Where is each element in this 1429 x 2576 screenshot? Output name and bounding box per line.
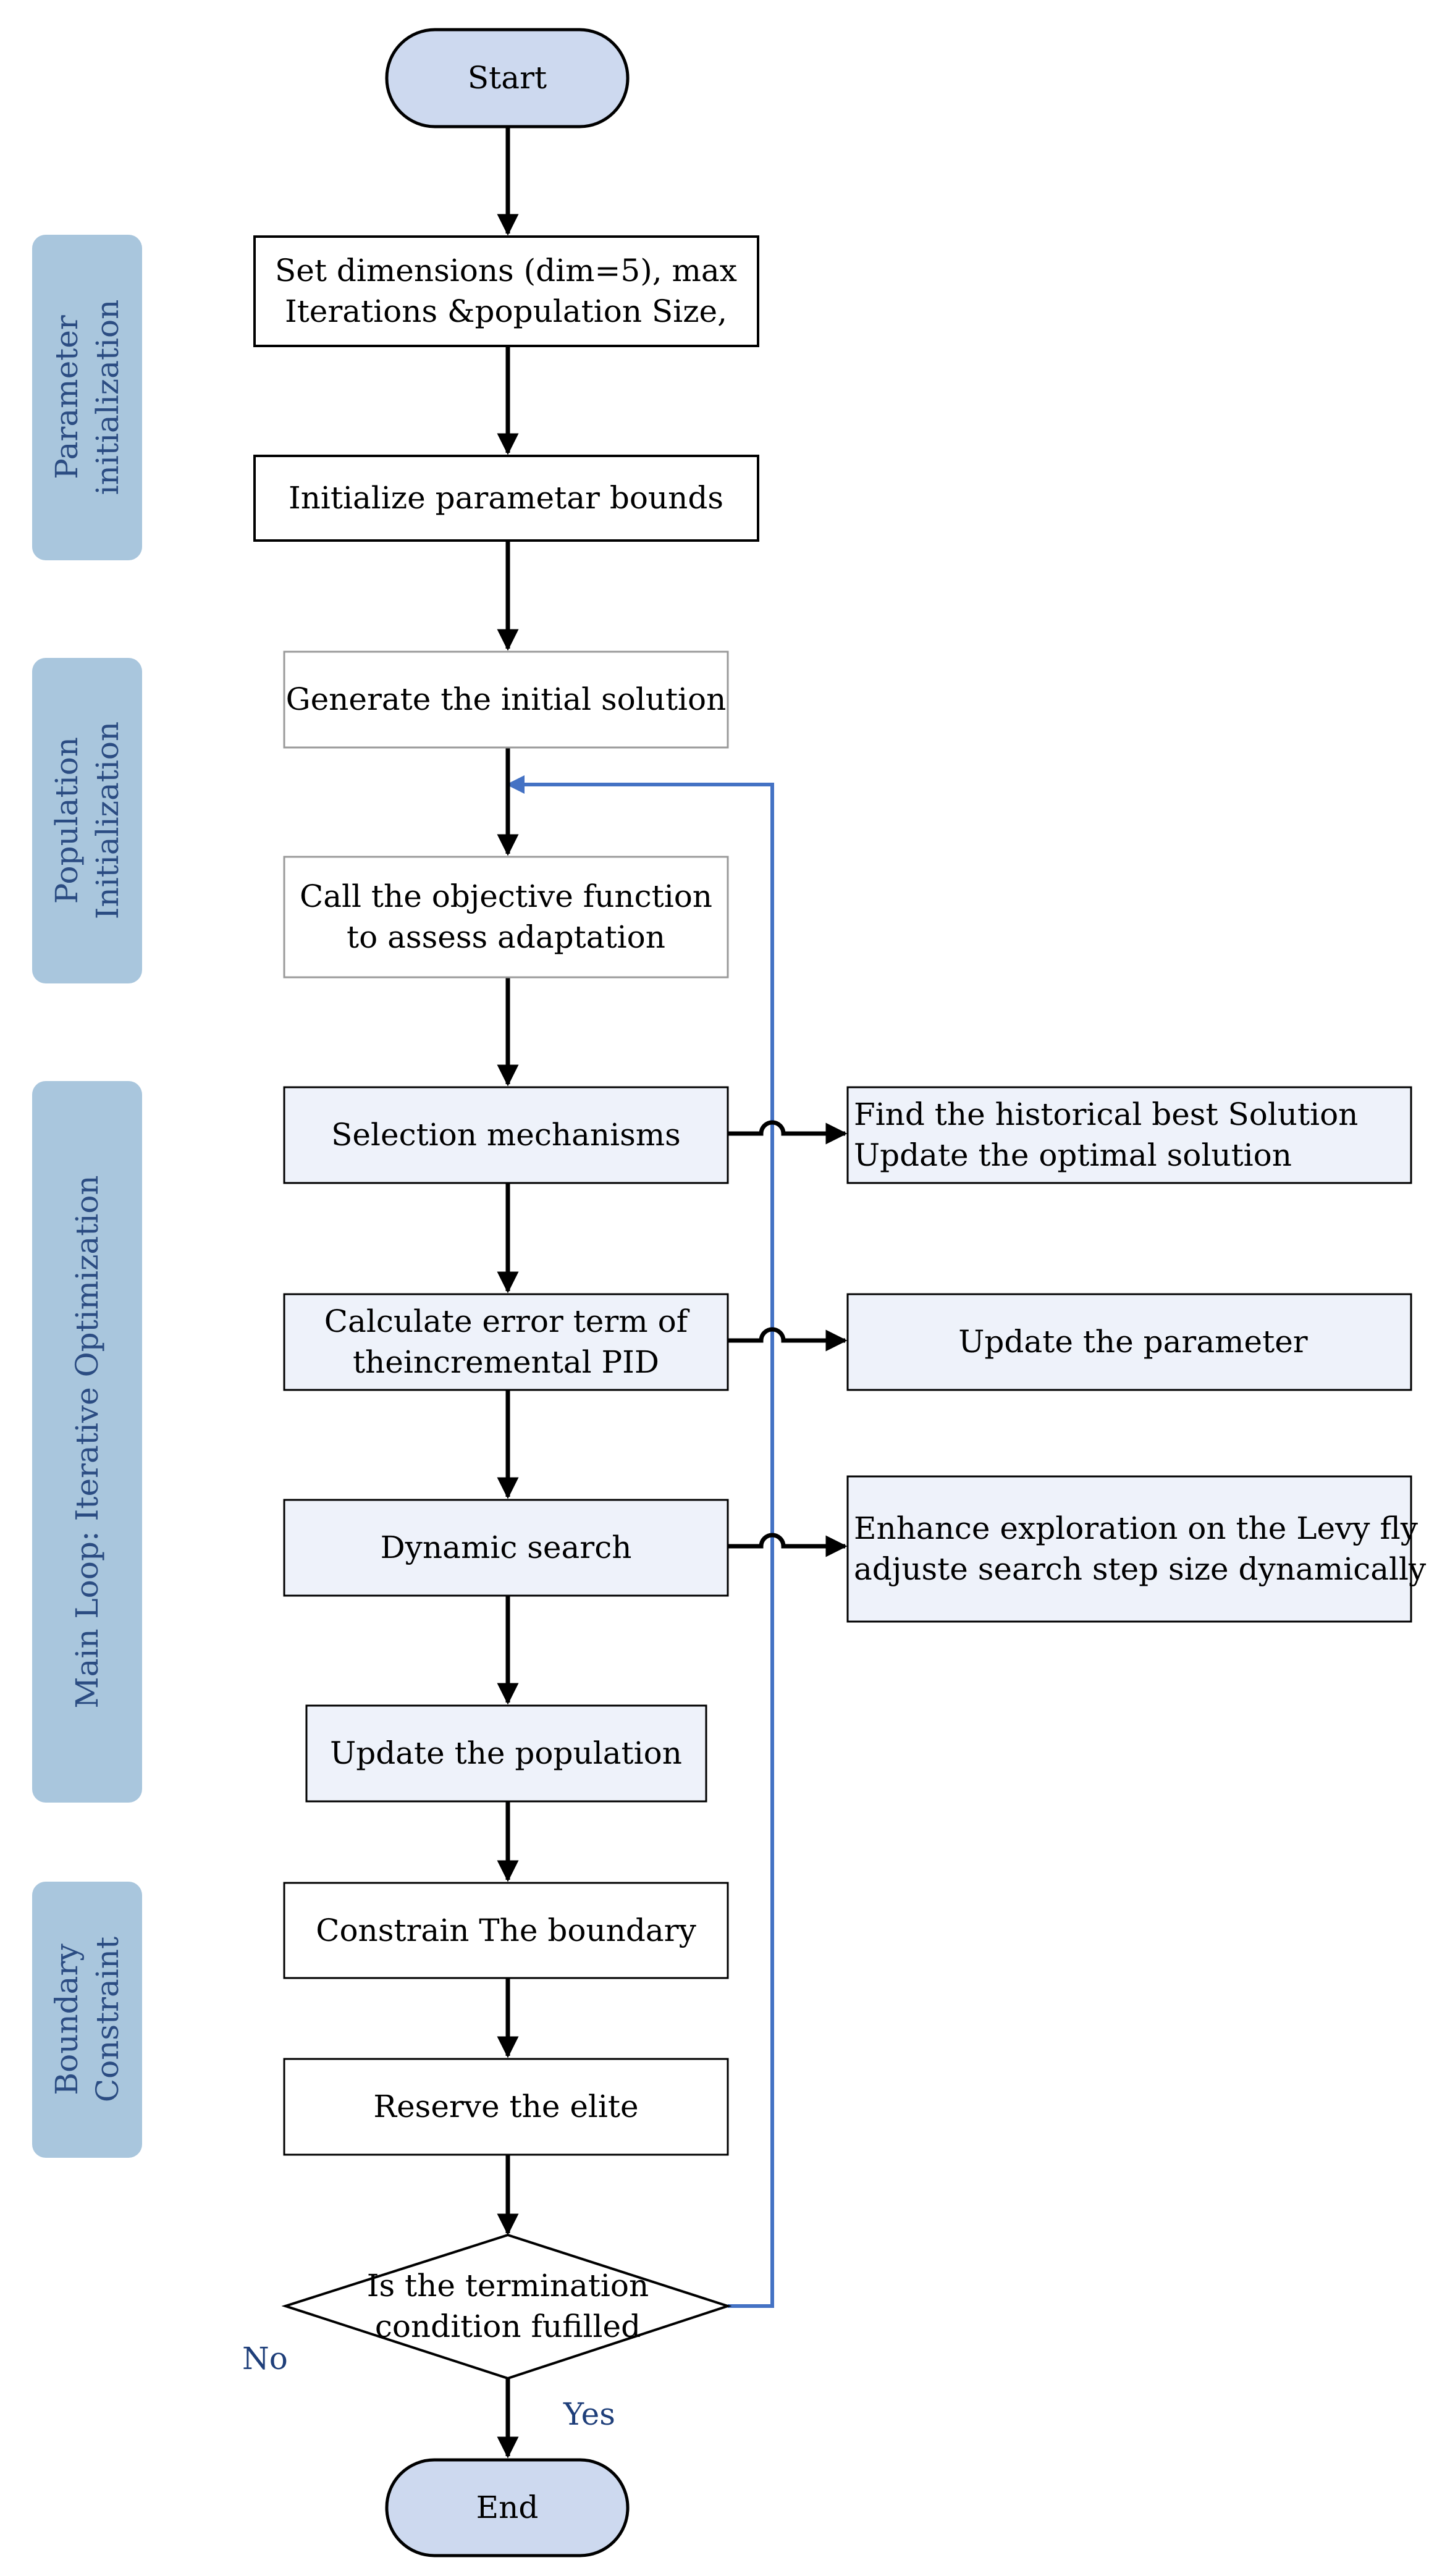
update-parameter-label: Update the parameter [958,1324,1308,1360]
side-arrows [728,1120,848,1557]
text-line: Constraint [90,1937,125,2102]
end-label: End [476,2490,539,2525]
dynamic-search-box: Dynamic search [283,1499,729,1597]
text-line: Start [468,60,547,96]
call-objective-label: Call the objective function to assess ada… [300,878,712,955]
update-population-label: Update the population [330,1735,682,1771]
text-line: Iterations &population Size, [285,293,727,329]
text-line: Selection mechanisms [331,1117,681,1153]
enhance-exploration-label: Enhance exploration on the Levy fly adjus… [854,1510,1427,1587]
text-line: Find the historical best Solution [854,1096,1358,1132]
phase-main-loop-label: Main Loop: Iterative Optimization [69,1175,105,1708]
end-node: End [385,2458,630,2557]
phase-main-loop: Main Loop: Iterative Optimization [32,1081,142,1803]
constrain-boundary-label: Constrain The boundary [316,1913,696,1948]
update-parameter-box: Update the parameter [846,1293,1412,1391]
text-line: Population [49,737,85,904]
feedback-loop-line [506,775,774,2308]
text-line: Update the parameter [958,1324,1308,1360]
generate-initial-solution-box: Generate the initial solution [283,650,729,749]
yes-label: Yes [563,2396,615,2432]
reserve-elite-box: Reserve the elite [283,2058,729,2156]
text-line: Generate the initial solution [286,681,727,717]
calculate-error-box: Calculate error term of theincremental PI… [283,1293,729,1391]
text-line: condition fufilled [375,2309,641,2344]
start-label: Start [468,60,547,96]
text-line: Constrain The boundary [316,1913,696,1948]
initialize-bounds-box: Initialize parametar bounds [253,455,759,542]
constrain-boundary-box: Constrain The boundary [283,1882,729,1979]
text-line: End [476,2490,539,2525]
no-label: No [242,2341,288,2376]
text-line: Boundary [49,1943,85,2095]
call-objective-box: Call the objective function to assess ada… [283,856,729,979]
text-line: Initialization [90,722,125,919]
text-line: Update the population [330,1735,682,1771]
dynamic-search-label: Dynamic search [381,1530,632,1565]
text-line: adjuste search step size dynamically [854,1551,1427,1587]
generate-initial-solution-label: Generate the initial solution [286,681,727,717]
text-line: Reserve the elite [373,2089,638,2124]
text-line: Update the optimal solution [854,1137,1292,1173]
update-population-box: Update the population [305,1704,707,1803]
text-line: theincremental PID [353,1344,659,1380]
text-line: initialization [90,300,125,495]
selection-mechanisms-label: Selection mechanisms [331,1117,681,1153]
text-line: to assess adaptation [347,919,665,955]
start-node: Start [385,28,630,128]
termination-decision: Is the termination condition fufilled [281,2233,732,2380]
selection-mechanisms-box: Selection mechanisms [283,1086,729,1184]
text-line: Is the termination [367,2268,649,2304]
reserve-elite-label: Reserve the elite [373,2089,638,2124]
text-line: Enhance exploration on the Levy fly [854,1510,1418,1546]
text-line: Call the objective function [300,878,712,914]
text-line: Initialize parametar bounds [289,480,723,516]
initialize-bounds-label: Initialize parametar bounds [289,480,723,516]
text-line: Calculate error term of [324,1303,690,1339]
calculate-error-label: Calculate error term of theincremental PI… [324,1303,690,1380]
text-line: Dynamic search [381,1530,632,1565]
text-line: Set dimensions (dim=5), max [275,253,737,288]
enhance-exploration-box: Enhance exploration on the Levy fly adjus… [846,1475,1427,1623]
text-line: Main Loop: Iterative Optimization [69,1175,105,1708]
termination-decision-label: Is the termination condition fufilled [367,2268,649,2344]
text-line: Parameter [49,315,85,479]
